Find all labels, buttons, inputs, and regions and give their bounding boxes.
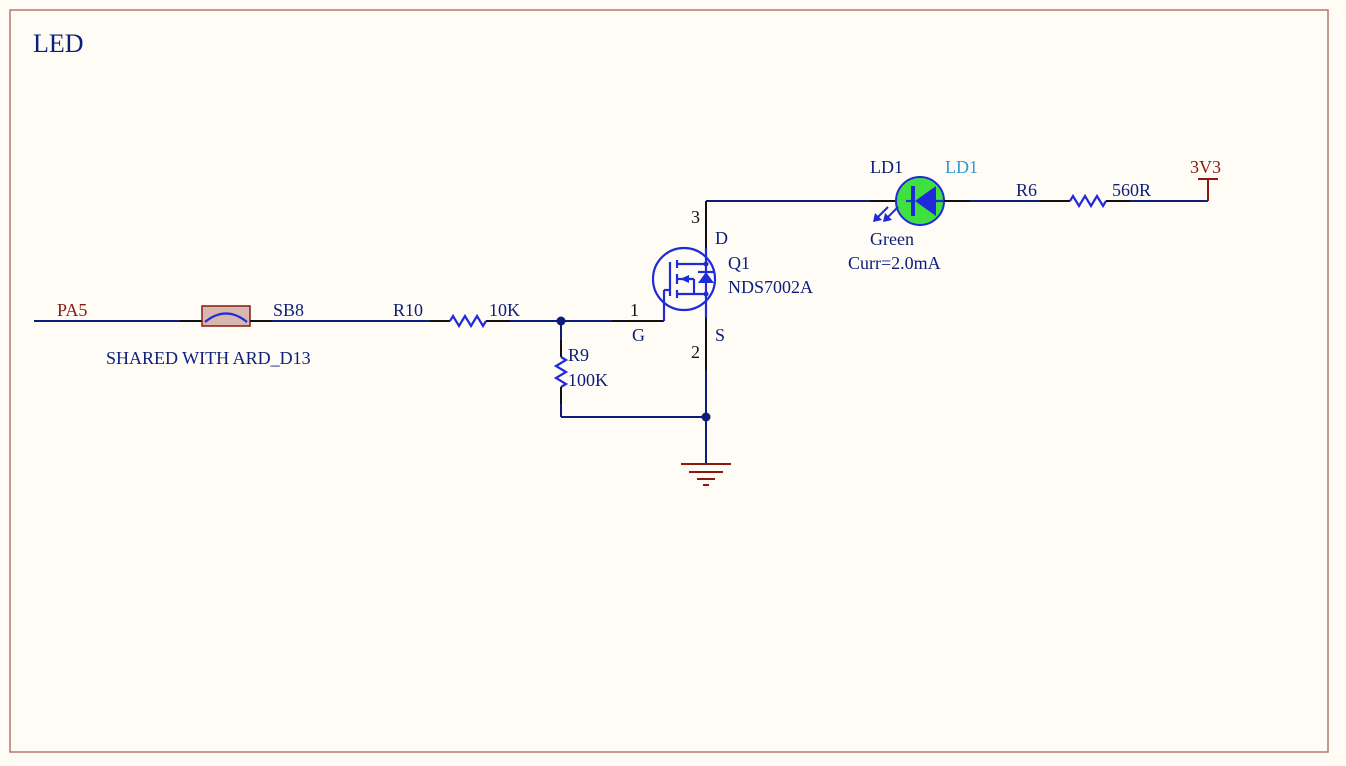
r6-ref: R6 xyxy=(1016,180,1037,200)
ld1-color: Green xyxy=(870,229,914,249)
q1-source-pin-name: S xyxy=(715,325,725,345)
net-label-pa5: PA5 xyxy=(57,300,87,320)
power-3v3: 3V3 xyxy=(1190,157,1221,201)
sheet-title: LED xyxy=(33,29,84,58)
net-label-3v3: 3V3 xyxy=(1190,157,1221,177)
ld1-ref: LD1 xyxy=(870,157,903,177)
resistor-r6: R6 560R xyxy=(1016,180,1151,209)
r9-value: 100K xyxy=(568,370,608,390)
mosfet-q1: 1 G 3 D 2 S Q1 NDS7002 xyxy=(612,201,813,370)
resistor-r9: R9 100K xyxy=(553,321,608,417)
r6-value: 560R xyxy=(1112,180,1151,200)
r10-ref: R10 xyxy=(393,300,423,320)
resistor-r10: R10 10K xyxy=(393,300,520,329)
q1-gate-pin-number: 1 xyxy=(630,300,639,320)
led-ld1: LD1 LD1 Green Curr=2.0mA xyxy=(848,157,978,273)
r9-ref: R9 xyxy=(568,345,589,365)
q1-ref: Q1 xyxy=(728,253,750,273)
ld1-name: LD1 xyxy=(945,157,978,177)
solder-bridge-sb8: SB8 xyxy=(180,300,304,327)
r10-value: 10K xyxy=(489,300,520,320)
q1-drain-pin-name: D xyxy=(715,228,728,248)
q1-source-pin-number: 2 xyxy=(691,342,700,362)
q1-drain-pin-number: 3 xyxy=(691,207,700,227)
pa5-net: PA5 xyxy=(34,300,180,322)
shared-note: SHARED WITH ARD_D13 xyxy=(106,348,311,368)
q1-part: NDS7002A xyxy=(728,277,813,297)
ground-symbol xyxy=(681,463,731,486)
sheet-border xyxy=(9,9,1329,753)
q1-gate-pin-name: G xyxy=(632,325,645,345)
ld1-current: Curr=2.0mA xyxy=(848,253,941,273)
sb8-ref: SB8 xyxy=(273,300,304,320)
